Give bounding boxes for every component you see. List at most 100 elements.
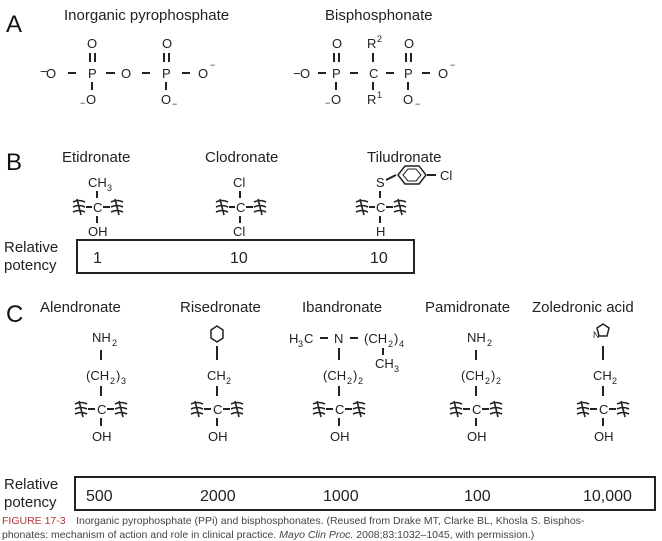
drug-name-etidronate: Etidronate	[62, 149, 130, 166]
caption-text-1: Inorganic pyrophosphate (PPi) and bispho…	[76, 515, 585, 527]
tiludronate-structure: S Cl C H	[355, 165, 452, 239]
atom: )	[353, 368, 357, 383]
atom: P	[162, 66, 171, 81]
pyrophosphate-title: Inorganic pyrophosphate	[64, 7, 229, 24]
caption-line-2: phonates: mechanism of action and role i…	[2, 529, 534, 541]
atom: (CH	[461, 368, 484, 383]
potency-ibandronate: 1000	[323, 488, 359, 505]
potency-label-line2: potency	[4, 494, 57, 511]
pyrophosphate-structure: O O − O P O P O − − O O −	[40, 36, 215, 109]
potency-label-line1: Relative	[4, 239, 58, 256]
atom: C	[97, 402, 106, 417]
imidazole-ring	[596, 323, 610, 337]
ibandronate-structure: H 3 C N (CH 2 ) 4 CH 3 (CH 2 ) 2	[289, 331, 404, 396]
atom: (CH	[86, 368, 109, 383]
subscript: 2	[226, 376, 231, 386]
atom: C	[472, 402, 481, 417]
atom: (CH	[323, 368, 346, 383]
drug-name-ibandronate: Ibandronate	[302, 299, 382, 316]
atom: O	[332, 36, 342, 51]
pamidronate-structure: NH 2 (CH 2 ) 2	[461, 330, 501, 396]
atom: R	[367, 36, 376, 51]
charge: −	[172, 99, 177, 109]
caption-journal: Mayo Clin Proc.	[279, 529, 353, 541]
atom: CH	[88, 175, 107, 190]
atom: NH	[92, 330, 111, 345]
atom: C	[304, 331, 313, 346]
potency-zoledronic-acid: 10,000	[583, 488, 632, 505]
charge: −	[40, 64, 48, 79]
atom: P	[404, 66, 413, 81]
superscript: 1	[377, 90, 382, 100]
atom: Cl	[233, 175, 245, 190]
panel-c: C Alendronate Risedronate Ibandronate Pa…	[4, 299, 656, 511]
drug-name-risedronate: Risedronate	[180, 299, 261, 316]
charge: −	[450, 60, 455, 70]
panel-letter-a: A	[6, 11, 22, 38]
atom: O	[86, 92, 96, 107]
atom: C	[599, 402, 608, 417]
subscript: 2	[110, 376, 115, 386]
superscript: 2	[377, 34, 382, 44]
atom: OH	[88, 224, 108, 239]
atom: O	[121, 66, 131, 81]
subscript: 2	[347, 376, 352, 386]
potency-risedronate: 2000	[200, 488, 236, 505]
atom: (CH	[364, 331, 387, 346]
charge: −	[325, 98, 330, 108]
drug-name-zoledronic-acid: Zoledronic acid	[532, 299, 634, 316]
subscript: 3	[107, 183, 112, 193]
atom: OH	[594, 429, 614, 444]
bisphosphonate-title: Bisphosphonate	[325, 7, 433, 24]
potency-etidronate: 1	[93, 250, 102, 267]
atom: )	[116, 368, 120, 383]
atom: C	[335, 402, 344, 417]
atom: H	[376, 224, 385, 239]
atom: O	[87, 36, 97, 51]
atom: O	[403, 92, 413, 107]
drug-name-pamidronate: Pamidronate	[425, 299, 510, 316]
risedronate-structure: CH 2	[207, 325, 231, 396]
caption-label: FIGURE 17-3	[2, 515, 66, 527]
atom: )	[491, 368, 495, 383]
atom: R	[367, 92, 376, 107]
subscript: 2	[358, 376, 363, 386]
atom: H	[289, 331, 298, 346]
atom: P	[332, 66, 341, 81]
caption-text-2: phonates: mechanism of action and role i…	[2, 529, 279, 541]
potency-alendronate: 500	[86, 488, 113, 505]
charge: −	[415, 99, 420, 109]
atom: C	[376, 200, 385, 215]
atom: Cl	[440, 168, 452, 183]
atom: OH	[208, 429, 228, 444]
atom: Cl	[233, 224, 245, 239]
pyridine-ring	[210, 325, 224, 343]
potency-label-line1: Relative	[4, 476, 58, 493]
atom: C	[93, 200, 102, 215]
charge: −	[210, 60, 215, 70]
atom: S	[376, 175, 385, 190]
atom: OH	[92, 429, 112, 444]
phenyl-ring	[397, 165, 427, 185]
atom: O	[438, 66, 448, 81]
atom: OH	[330, 429, 350, 444]
subscript: 2	[487, 338, 492, 348]
panel-a: A Inorganic pyrophosphate Bisphosphonate…	[6, 7, 455, 109]
subscript: 2	[496, 376, 501, 386]
panel-b: B Etidronate Clodronate Tiludronate CH 3…	[4, 149, 452, 274]
panel-letter-b: B	[6, 149, 22, 176]
bisphosphonate-structure: O − O P C P O − R 2 O − O R 1 O −	[293, 34, 455, 109]
atom: CH	[375, 356, 394, 371]
subscript: 3	[121, 376, 126, 386]
atom: NH	[467, 330, 486, 345]
carbon-centers: C OH C OH C OH C	[74, 400, 630, 444]
potency-pamidronate: 100	[464, 488, 491, 505]
potency-clodronate: 10	[230, 250, 248, 267]
potency-box	[74, 476, 656, 511]
atom: P	[88, 66, 97, 81]
charge: −	[80, 98, 85, 108]
potency-tiludronate: 10	[370, 250, 388, 267]
drug-name-clodronate: Clodronate	[205, 149, 278, 166]
subscript: 4	[399, 339, 404, 349]
